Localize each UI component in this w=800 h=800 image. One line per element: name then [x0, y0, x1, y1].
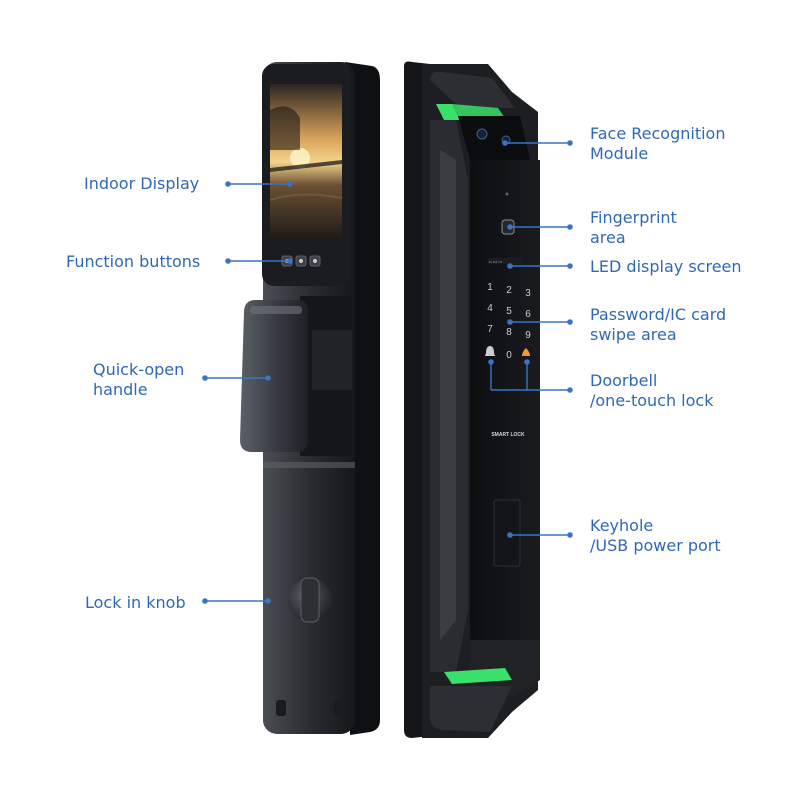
key-0: 0: [506, 350, 512, 361]
front-panel: [470, 160, 540, 672]
lock-in-knob[interactable]: [288, 577, 332, 623]
indoor-unit: [240, 62, 380, 735]
label-keyhole: Keyhole /USB power port: [590, 516, 721, 556]
label-password-ic: Password/IC card swipe area: [590, 305, 726, 345]
label-doorbell: Doorbell /one-touch lock: [590, 371, 713, 411]
label-led-display: LED display screen: [590, 257, 742, 277]
key-2: 2: [506, 285, 512, 296]
quick-open-text-2: handle: [93, 380, 148, 399]
key-4: 4: [487, 303, 493, 314]
doorbell-icon[interactable]: [485, 346, 495, 356]
bottom-accent-light: [444, 668, 512, 684]
password-text-2: swipe area: [590, 325, 677, 344]
svg-text:•• ••• ▭: •• ••• ▭: [489, 259, 502, 264]
key-3: 3: [525, 288, 531, 299]
label-quick-open-handle: Quick-open handle: [93, 360, 184, 400]
quick-open-handle[interactable]: [240, 300, 308, 452]
outdoor-unit: •• ••• ▭ 1 2 3 4 5 6 7 8 9 0 SMART LOCK: [404, 61, 540, 738]
password-text-1: Password/IC card: [590, 305, 727, 324]
leader-lines: [202, 140, 573, 604]
fingerprint-text-1: Fingerprint: [590, 208, 677, 227]
lock-in-knob-text: Lock in knob: [85, 593, 186, 612]
label-indoor-display: Indoor Display: [84, 174, 199, 194]
key-1: 1: [487, 282, 493, 293]
doorbell-text-1: Doorbell: [590, 371, 658, 390]
fingerprint-text-2: area: [590, 228, 626, 247]
face-text-1: Face Recognition: [590, 124, 726, 143]
key-8: 8: [506, 327, 512, 338]
key-6: 6: [525, 309, 531, 320]
brand-label: SMART LOCK: [491, 432, 525, 438]
face-text-2: Module: [590, 144, 649, 163]
keypad[interactable]: 1 2 3 4 5 6 7 8 9 0: [487, 282, 531, 361]
label-face-recognition: Face Recognition Module: [590, 124, 725, 164]
key-5: 5: [506, 306, 512, 317]
led-display-text: LED display screen: [590, 257, 742, 276]
label-lock-in-knob: Lock in knob: [85, 593, 186, 613]
doorbell-text-2: /one-touch lock: [590, 391, 714, 410]
function-buttons-text: Function buttons: [66, 252, 201, 271]
led-display-screen: [488, 258, 522, 264]
one-touch-lock-icon[interactable]: [522, 348, 530, 356]
keyhole-text-2: /USB power port: [590, 536, 721, 555]
label-function-buttons: Function buttons: [66, 252, 200, 272]
quick-open-text-1: Quick-open: [93, 360, 185, 379]
face-recognition-module: [476, 128, 511, 145]
keyhole-cover[interactable]: [493, 499, 521, 567]
keyhole-text-1: Keyhole: [590, 516, 654, 535]
key-9: 9: [525, 330, 531, 341]
label-fingerprint: Fingerprint area: [590, 208, 677, 248]
key-7: 7: [487, 324, 493, 335]
indoor-display-text: Indoor Display: [84, 174, 200, 193]
